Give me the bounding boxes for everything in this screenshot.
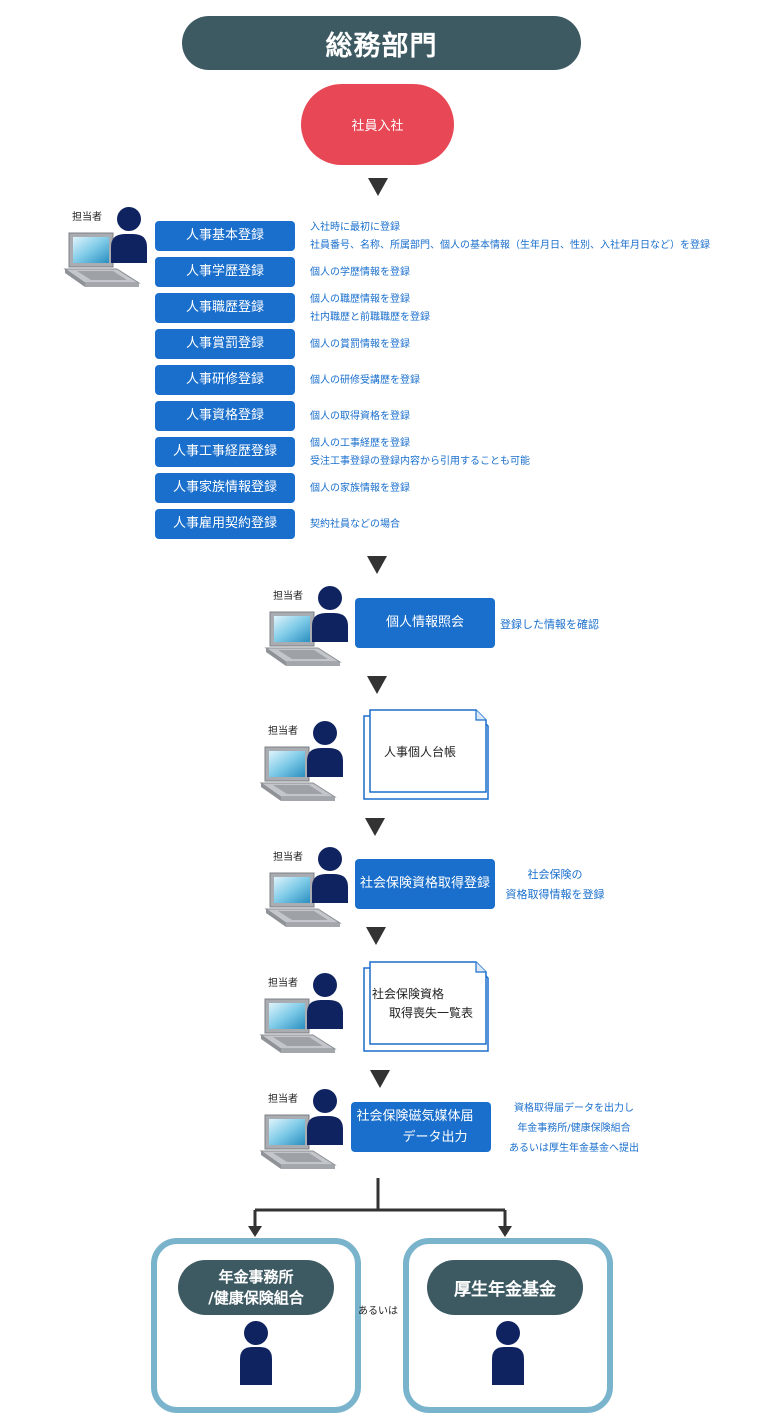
person-icon bbox=[491, 1321, 525, 1385]
registration-desc-rewards: 個人の賞罰情報を登録 bbox=[310, 339, 410, 350]
operator-label: 担当者 bbox=[268, 726, 298, 737]
registration-desc-education: 個人の学歴情報を登録 bbox=[310, 267, 410, 278]
destination-pension-fund-label: 厚生年金基金 bbox=[427, 1260, 583, 1315]
destination-pension-office-label: 年金事務所 /健康保険組合 bbox=[178, 1260, 334, 1315]
start-node-employee-joining: 社員入社 bbox=[301, 84, 454, 165]
flow-arrow-down-icon bbox=[367, 556, 387, 574]
flow-arrow-down-icon bbox=[368, 178, 388, 196]
or-label: あるいは bbox=[358, 1306, 398, 1317]
operator-label: 担当者 bbox=[268, 1094, 298, 1105]
operator-label: 担当者 bbox=[273, 591, 303, 602]
branch-connector bbox=[248, 1178, 512, 1237]
operator-label: 担当者 bbox=[268, 978, 298, 989]
destination-pension-office: 年金事務所 /健康保険組合 bbox=[151, 1238, 361, 1413]
operator-label: 担当者 bbox=[273, 852, 303, 863]
inquiry-desc: 登録した情報を確認 bbox=[500, 618, 599, 631]
registration-button-education[interactable]: 人事学歴登録 bbox=[155, 257, 295, 287]
operator-laptop-icon bbox=[63, 203, 158, 289]
registration-button-family[interactable]: 人事家族情報登録 bbox=[155, 473, 295, 503]
flow-arrow-down-icon bbox=[365, 818, 385, 836]
person-icon bbox=[239, 1321, 273, 1385]
registration-desc-qualification: 個人の取得資格を登録 bbox=[310, 411, 410, 422]
insurance-desc: 社会保険の 資格取得情報を登録 bbox=[505, 868, 605, 901]
operator-label: 担当者 bbox=[72, 212, 102, 223]
destination-pension-fund: 厚生年金基金 bbox=[403, 1238, 613, 1413]
registration-button-construction-history[interactable]: 人事工事経歴登録 bbox=[155, 437, 295, 467]
registration-desc-construction-history: 個人の工事経歴を登録 受注工事登録の登録内容から引用することも可能 bbox=[310, 438, 530, 467]
personal-info-inquiry-button[interactable]: 個人情報照会 bbox=[355, 598, 495, 648]
operator-laptop-icon bbox=[259, 717, 354, 803]
flow-arrow-down-icon bbox=[366, 927, 386, 945]
media-desc: 資格取得届データを出力し 年金事務所/健康保険組合 あるいは厚生年金基金へ提出 bbox=[509, 1103, 639, 1154]
operator-laptop-icon bbox=[259, 969, 354, 1055]
operator-laptop-icon bbox=[264, 582, 359, 668]
registration-button-basic[interactable]: 人事基本登録 bbox=[155, 221, 295, 251]
registration-button-employment-contract[interactable]: 人事雇用契約登録 bbox=[155, 509, 295, 539]
registration-desc-career: 個人の職歴情報を登録 社内職歴と前職職歴を登録 bbox=[310, 294, 430, 323]
registration-button-qualification[interactable]: 人事資格登録 bbox=[155, 401, 295, 431]
flow-arrow-down-icon bbox=[370, 1070, 390, 1088]
magnetic-media-output-button[interactable]: 社会保険磁気媒体届 データ出力 bbox=[351, 1102, 491, 1152]
registration-desc-basic: 入社時に最初に登録 社員番号、名称、所属部門、個人の基本情報（生年月日、性別、入… bbox=[310, 222, 710, 251]
flow-arrow-down-icon bbox=[367, 676, 387, 694]
insurance-list-label-line2: 取得喪失一覧表 bbox=[389, 1006, 474, 1020]
department-title: 総務部門 bbox=[182, 16, 581, 70]
insurance-list-label-line1: 社会保険資格 bbox=[372, 987, 445, 1001]
social-insurance-registration-button[interactable]: 社会保険資格取得登録 bbox=[355, 859, 495, 909]
personnel-ledger-label: 人事個人台帳 bbox=[384, 745, 457, 759]
registration-button-career[interactable]: 人事職歴登録 bbox=[155, 293, 295, 323]
operator-laptop-icon bbox=[264, 843, 359, 929]
registration-desc-training: 個人の研修受講歴を登録 bbox=[310, 375, 420, 386]
registration-desc-employment-contract: 契約社員などの場合 bbox=[310, 519, 400, 530]
registration-button-training[interactable]: 人事研修登録 bbox=[155, 365, 295, 395]
registration-button-rewards[interactable]: 人事賞罰登録 bbox=[155, 329, 295, 359]
registration-desc-family: 個人の家族情報を登録 bbox=[310, 483, 410, 494]
